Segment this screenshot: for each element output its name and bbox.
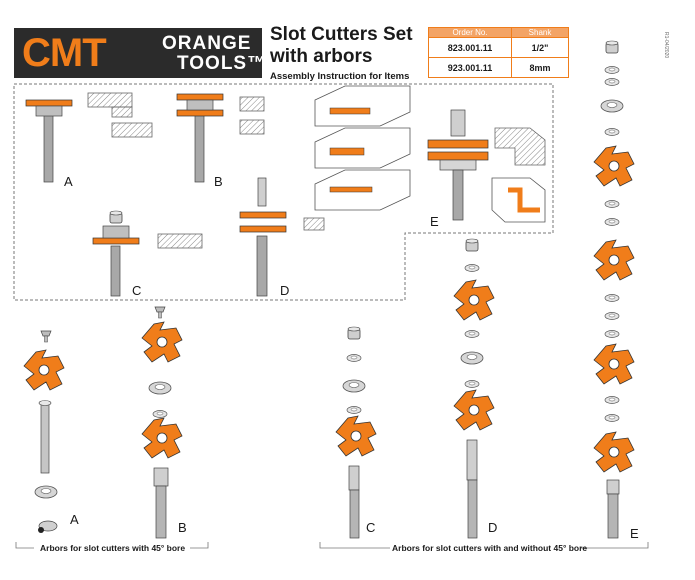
logo-mark: CMT [22,31,107,75]
order-no-cell: 923.001.11 [428,57,512,78]
arbor-label-a: A [70,512,79,527]
arbor-b: B [141,306,187,539]
assembly-c: C [92,210,203,298]
assembly-label-e: E [430,214,439,229]
assembly-label-b: B [214,174,223,189]
arbor-label-d: D [488,520,497,535]
arbor-label-b: B [178,520,187,535]
arbor-a: A [23,330,79,533]
page-subtitle: Assembly Instruction for Items [270,71,410,82]
table-row: 823.001.11 1/2" [428,37,569,58]
assembly-panel-border [13,83,554,301]
assembly-label-d: D [280,283,289,298]
table-header-row: Order No. Shank [428,27,569,38]
caption-right: Arbors for slot cutters with and without… [392,543,588,553]
title-line1: Slot Cutters Set [270,24,413,45]
joint-profiles [314,85,411,211]
assembly-label-c: C [132,283,141,298]
assembly-b: B [176,93,265,189]
assembly-a: A [25,92,153,189]
document-id: R1-04/2020 [663,32,669,59]
table-row: 923.001.11 8mm [428,57,569,78]
arbor-label-e: E [630,526,639,541]
arbor-d: D [453,238,497,539]
arbor-c: C [335,326,377,539]
page-title: Slot Cutters Set with arbors [270,24,413,68]
header-order-no: Order No. [428,27,512,38]
title-line2: with arbors [270,46,373,67]
arbor-e: E [593,40,639,541]
header-shank: Shank [511,27,569,38]
assembly-e: E [427,109,546,229]
shank-cell: 8mm [511,57,569,78]
assembly-label-a: A [64,174,73,189]
cmt-logo: CMT ORANGE TOOLS™ [14,28,266,78]
caption-left: Arbors for slot cutters with 45° bore [40,543,186,553]
caption-bracket-left [15,542,209,549]
assembly-d: D [239,177,325,298]
order-code-table: Order No. Shank 823.001.11 1/2" 923.001.… [428,27,569,78]
order-no-cell: 823.001.11 [428,37,512,58]
logo-line2: TOOLS™ [177,53,268,74]
logo-line1: ORANGE [162,33,252,54]
caption-bracket-right [319,542,649,549]
shank-cell: 1/2" [511,37,569,58]
arbor-label-c: C [366,520,375,535]
